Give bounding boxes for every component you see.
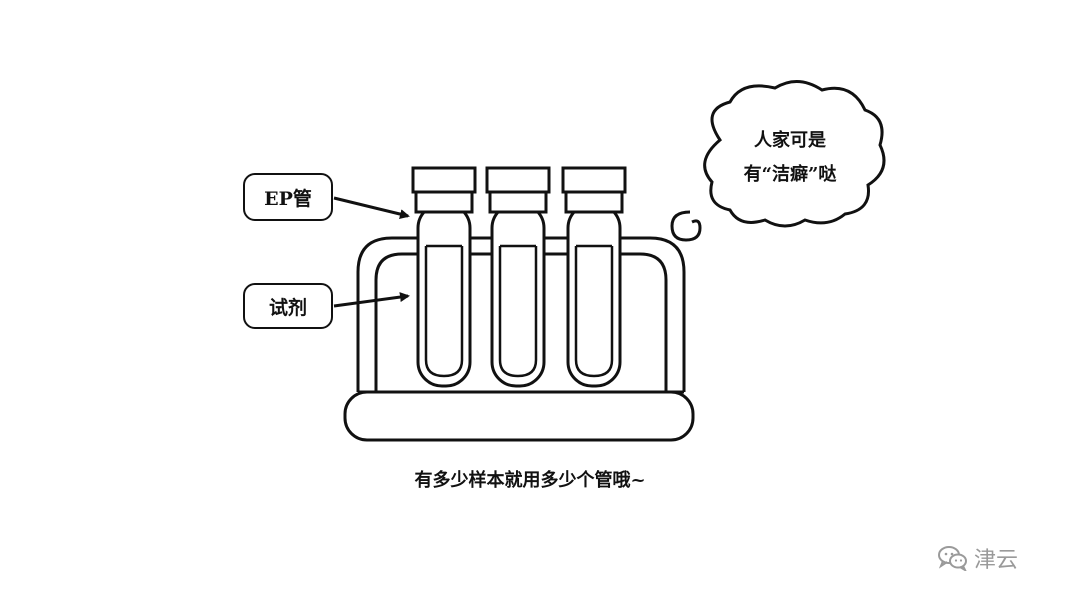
bubble-line-2: 有“洁癖”哒 — [743, 164, 837, 185]
caption: 有多少样本就用多少个管哦~ — [414, 470, 646, 491]
bubble-line-1: 人家可是 — [754, 130, 826, 151]
wechat-icon — [938, 546, 967, 571]
reagent-label: 试剂 — [243, 283, 333, 329]
ep-tube-label: EP管 — [243, 173, 333, 221]
ep-tube-arrow — [333, 196, 410, 219]
rack-base — [343, 390, 695, 442]
thought-swirl — [670, 210, 702, 242]
ep-tube-3 — [561, 166, 627, 388]
thought-bubble-text: 人家可是 有“洁癖”哒 — [705, 124, 875, 192]
ep-tube-1 — [411, 166, 477, 388]
watermark-text: 津云 — [974, 548, 1019, 573]
ep-tube-label-text: EP管 — [264, 187, 312, 210]
ep-tube-2 — [485, 166, 551, 388]
reagent-label-text: 试剂 — [268, 296, 307, 319]
thought-bubble — [703, 80, 886, 228]
watermark: 津云 — [938, 542, 1018, 574]
reagent-arrow — [333, 292, 410, 308]
